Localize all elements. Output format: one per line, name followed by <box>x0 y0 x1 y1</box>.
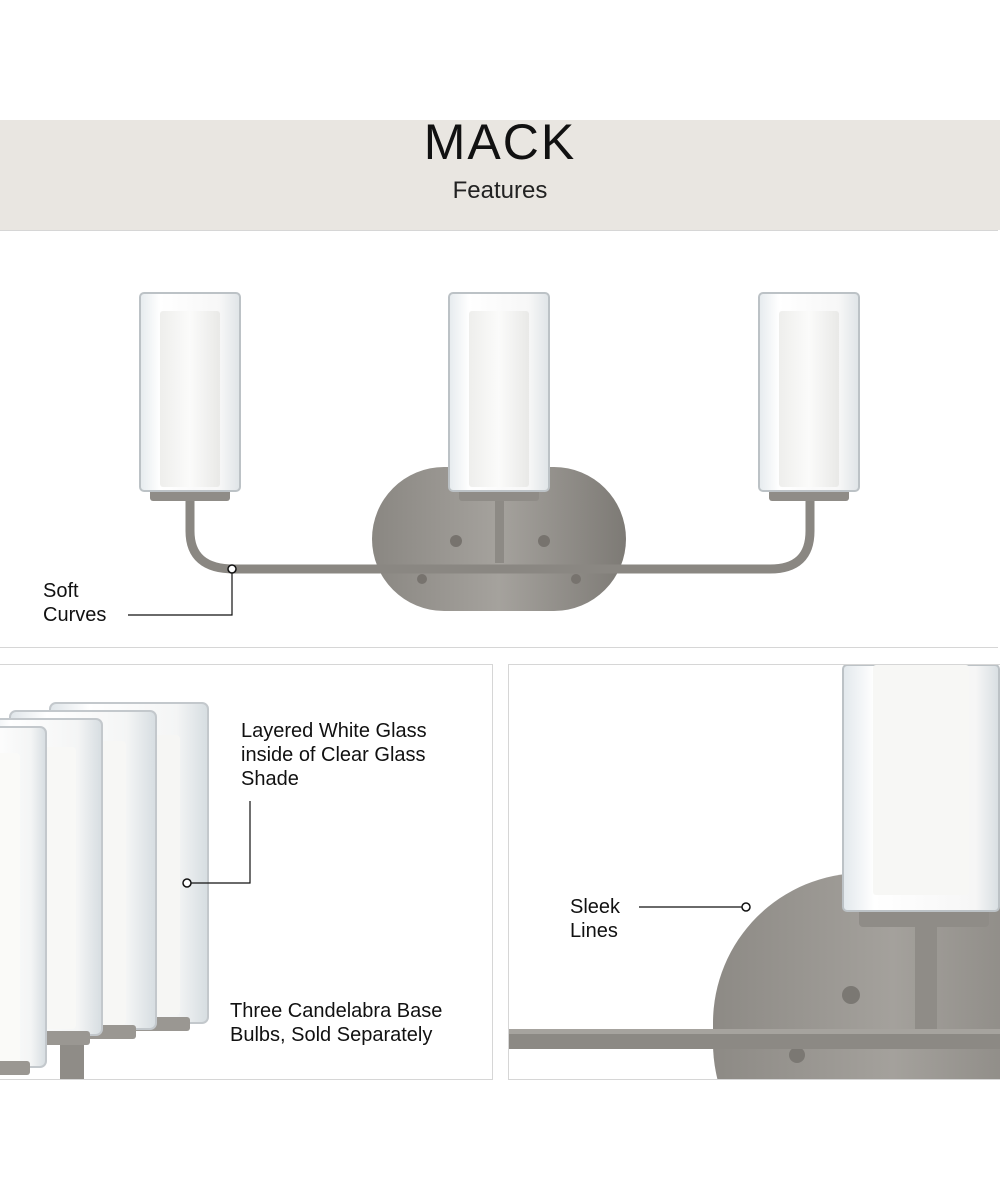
soft-curves-callout-dot <box>227 564 237 574</box>
bulbs-label: Three Candelabra Base Bulbs, Sold Separa… <box>230 1000 443 1046</box>
product-title: MACK <box>423 114 577 170</box>
soft-curves-callout-line <box>128 573 233 616</box>
shade-left <box>139 292 241 501</box>
header-band <box>0 120 1000 230</box>
product-subtitle: Features <box>452 177 548 204</box>
vanity-light-illustration <box>128 292 860 616</box>
glass-callout-line <box>191 801 251 884</box>
glass-shades-illustration <box>0 702 251 1079</box>
sleek-lines-callout-dot <box>741 902 751 912</box>
shade-front <box>0 726 47 1075</box>
glass-callout-dot <box>182 878 192 888</box>
layered-glass-label: Layered White Glass inside of Clear Glas… <box>241 720 427 790</box>
sleek-lines-panel: Sleek Lines <box>508 664 1000 1080</box>
shade-closeup <box>842 665 1000 927</box>
shade-center <box>448 292 550 501</box>
glass-detail-panel: Layered White Glass inside of Clear Glas… <box>0 664 493 1080</box>
fixture-overview-panel: Soft Curves <box>0 230 998 648</box>
backplate-closeup-illustration <box>509 665 1000 1079</box>
curved-arm <box>185 494 815 574</box>
soft-curves-label: Soft Curves <box>43 580 107 626</box>
sleek-lines-label: Sleek Lines <box>570 896 621 942</box>
shade-right <box>758 292 860 501</box>
